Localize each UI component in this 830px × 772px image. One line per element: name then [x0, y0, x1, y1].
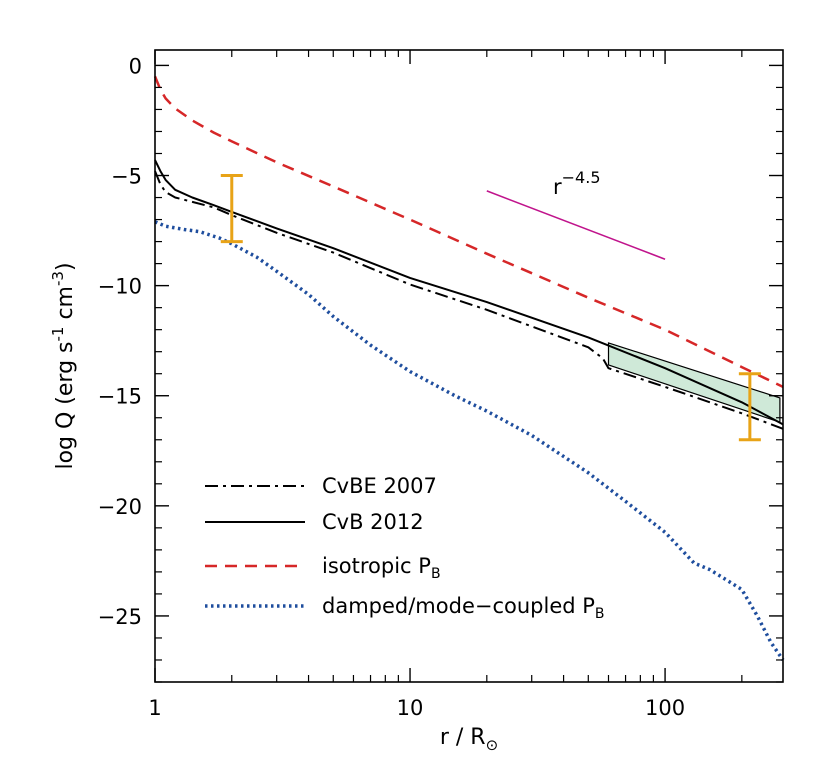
- y-tick-label: −25: [98, 605, 142, 629]
- series-line-3: [154, 220, 785, 661]
- series-line-2: [153, 75, 784, 389]
- x-axis-title: r / R⊙: [440, 725, 498, 754]
- series-line-1: [154, 159, 784, 426]
- y-axis-title: log Q (erg s-1 cm-3): [49, 262, 78, 469]
- series-line-0: [154, 170, 784, 430]
- slope-label-exponent: −4.5: [562, 168, 601, 187]
- y-axis-title-exp-1: -1: [49, 327, 67, 342]
- error-bar-1: [738, 372, 761, 442]
- error-bar-0: [220, 174, 243, 244]
- y-tick-label: −5: [111, 165, 142, 189]
- legend-label-damped-sub: B: [595, 606, 605, 622]
- slope-label-base: r: [553, 175, 562, 199]
- y-tick-label: −20: [98, 495, 142, 519]
- slope-annotation-label: r−4.5: [553, 168, 601, 199]
- legend-label-damped: damped/mode−coupled PB: [322, 594, 605, 622]
- y-tick-label: −10: [98, 275, 142, 299]
- x-tick-label: 100: [645, 696, 685, 720]
- x-tick-label: 1: [148, 696, 161, 720]
- legend-label-isotropic-sub: B: [431, 566, 441, 582]
- y-axis-title-exp-2: -3: [49, 271, 67, 286]
- error-bar-layer: [220, 174, 761, 442]
- y-axis-title-part-3: ): [53, 262, 78, 271]
- legend-label-isotropic-main: isotropic P: [322, 554, 431, 578]
- y-tick-label: −15: [98, 385, 142, 409]
- y-tick-label: 0: [129, 54, 142, 78]
- legend-label-damped-main: damped/mode−coupled P: [322, 594, 595, 618]
- slope-annotation-line: [486, 190, 666, 260]
- series-layer: [153, 75, 785, 661]
- x-axis-title-subscript: ⊙: [486, 736, 499, 754]
- tick-layer: 1 10 100 0 −5 −10 −15 −20 −25: [98, 50, 783, 720]
- legend: CvBE 2007 CvB 2012 isotropic PB damped/m…: [205, 474, 605, 622]
- legend-label-cvbe2007: CvBE 2007: [322, 474, 437, 498]
- x-tick-label: 10: [397, 696, 424, 720]
- y-axis-title-part-2: cm: [53, 286, 78, 327]
- annotation-layer: [486, 190, 666, 260]
- legend-label-isotropic: isotropic PB: [322, 554, 441, 582]
- plot-frame: [154, 49, 784, 683]
- y-axis-title-part-1: log Q (erg s: [53, 342, 78, 470]
- x-axis-title-main: r / R: [440, 725, 486, 750]
- legend-label-cvb2012: CvB 2012: [322, 510, 424, 534]
